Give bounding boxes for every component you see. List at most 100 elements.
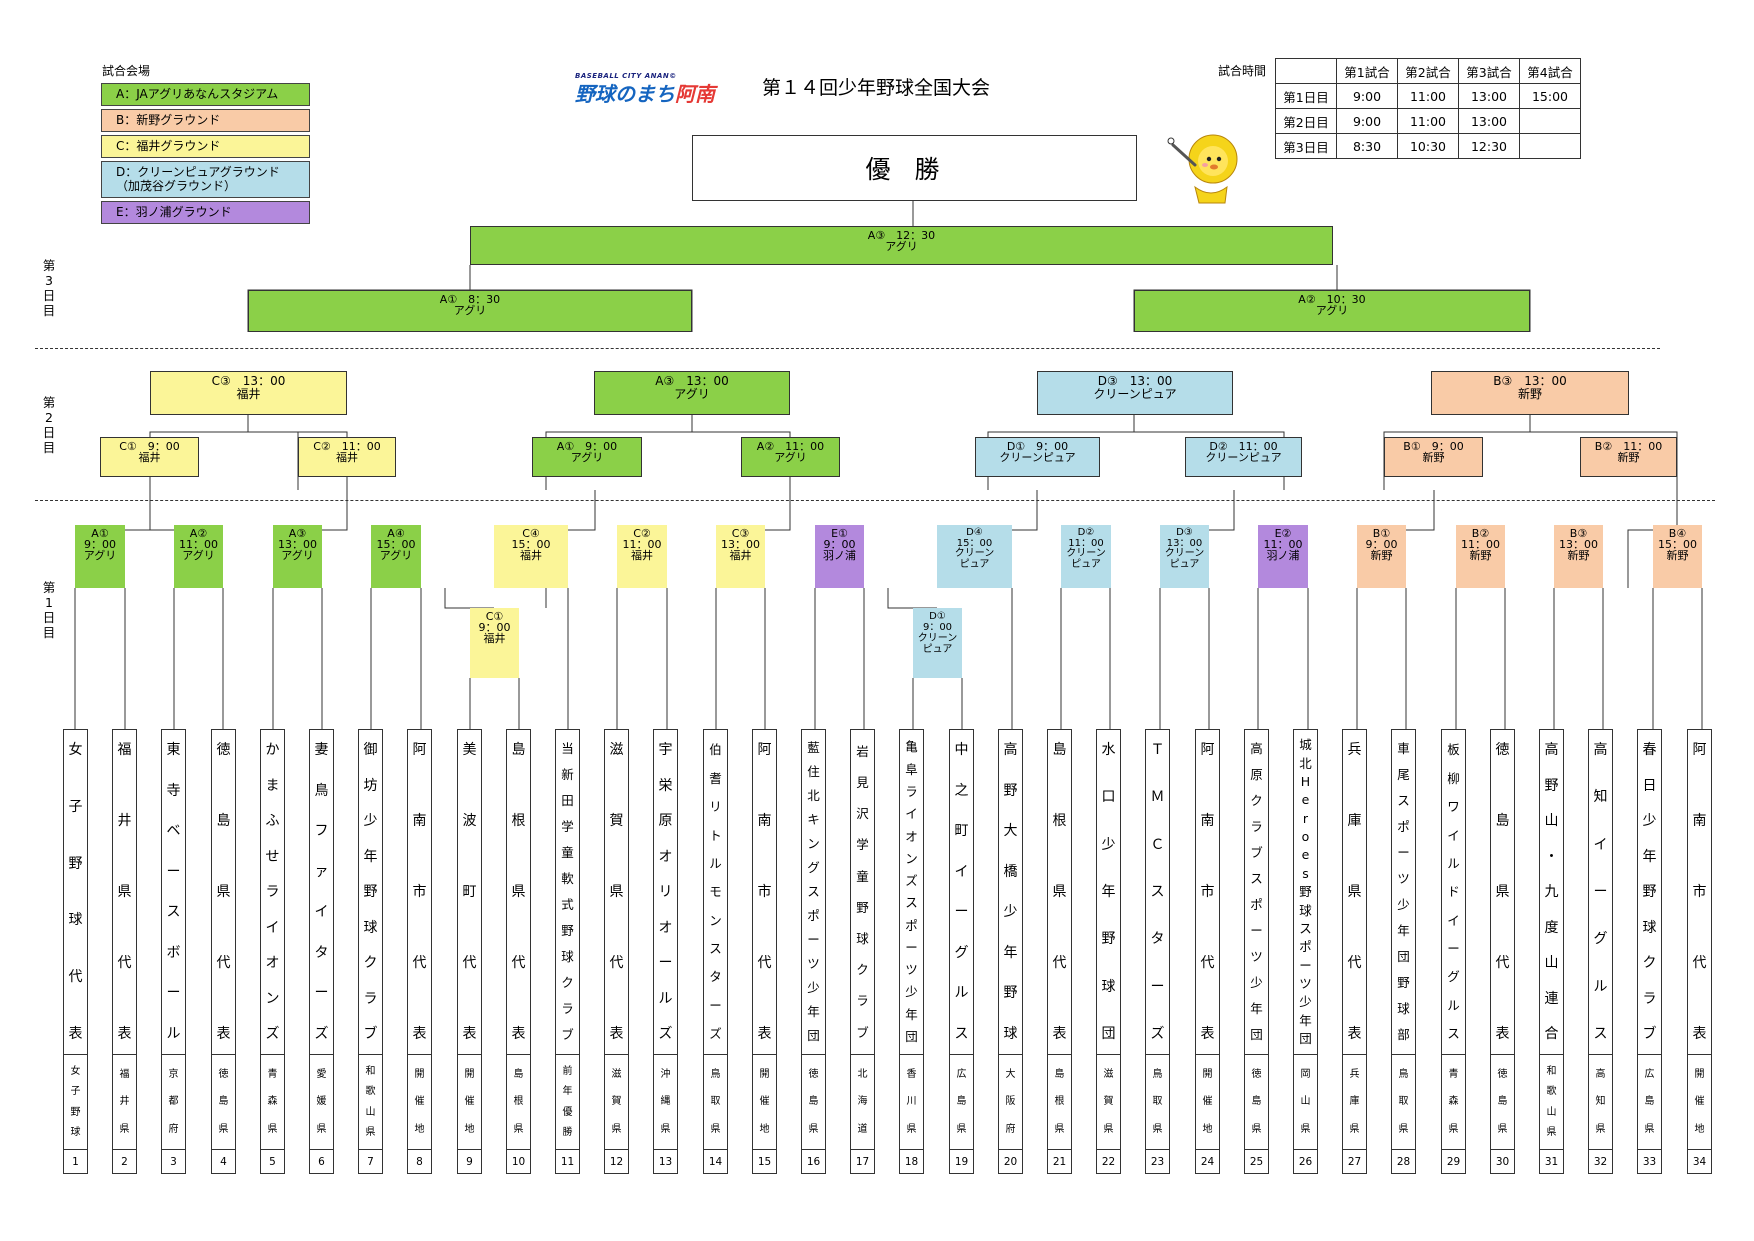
team-prefecture-char: 和 [1546,1065,1557,1077]
team-name-char: ル [166,1025,181,1042]
team-number: 5 [269,1155,276,1168]
team-name-char: 団 [1397,949,1410,965]
team-prefecture-char: 県 [1152,1123,1163,1135]
team-name-char: ラ [856,993,869,1009]
team-name-char: ラ [363,990,378,1007]
match-r1-7-id: C③ [731,527,750,540]
team-prefecture: 徳島県 [1491,1055,1514,1150]
team-name: 中之町イーグルス [950,730,973,1055]
legend-item-a: A：JAアグリあなんスタジアム [101,83,310,106]
team-name: 阿南市代表 [753,730,776,1055]
team-prefecture-char: 催 [1202,1096,1213,1108]
team-name-char: 町 [954,823,969,840]
match-r1-9-venue: クリーン [954,548,995,559]
team-prefecture-char: 地 [759,1123,770,1135]
team-prefecture-char: 鳥 [1152,1069,1163,1081]
match-r1-5-venue: 福井 [520,549,542,562]
schedule-time: 11:00 [1397,83,1459,109]
team-name-char: 岩 [856,743,869,759]
team-name-char: キ [807,812,820,828]
team-name-char: ポ [1250,897,1263,913]
team-number: 4 [220,1155,227,1168]
team-name-char: 県 [1052,884,1067,900]
team-number: 10 [511,1155,526,1168]
team-name: かまふせライオンズ [261,730,284,1055]
team-name-char: 板 [1447,742,1460,758]
day-label-2: 第2日目 [42,395,56,455]
team-name-char: ー [166,985,181,1002]
match-r1-15-venue: 新野 [1567,549,1590,562]
team-name-char: ス [1593,1025,1608,1042]
team-name-char: 度 [1544,919,1559,936]
team-name-char: 少 [1299,994,1312,1010]
team-name-char: 合 [1544,1026,1559,1042]
team-name-char: 市 [1200,884,1215,900]
schedule-time: 8:30 [1336,133,1398,159]
team-prefecture-char: 兵 [1349,1069,1360,1081]
team-name-char: 根 [1052,813,1067,829]
team-name-char: 代 [609,955,624,971]
team-number: 29 [1446,1155,1461,1168]
logo-text-a: 野球のまち [575,82,675,106]
team-prefecture-char: 縄 [660,1096,671,1108]
team-name-char: 日 [1642,777,1657,794]
team-name-char: 表 [117,1026,132,1042]
schedule-day: 第2日目 [1275,108,1337,134]
team-name: 島根県代表 [507,730,530,1055]
match-r1-12-time: 11：00 [1263,538,1303,551]
match-r1-9-venue-2: ピュア [959,558,990,570]
match-r1-1-id: A① [91,527,109,540]
team-name-char: ス [1250,871,1263,887]
team-prefecture-char: 女 [70,1065,81,1077]
team-name: 伯耆リトルモンスターズ [704,730,727,1055]
team-name-char: ル [709,855,722,871]
team-name: 島根県代表 [1048,730,1071,1055]
team-name-char: 高 [1544,742,1559,758]
match-qf-2: A③ 13：00 アグリ [594,371,790,415]
match-r1-10-time: 11：00 [1068,537,1104,549]
team-prefecture-char: 地 [464,1123,475,1135]
schedule-time: 10:30 [1397,133,1459,159]
team-name: 徳島県代表 [212,730,235,1055]
team-name-char: 団 [1101,1025,1116,1042]
team-name-char: イ [1447,912,1460,928]
team-name-char: ー [1593,883,1608,900]
match-r1-4-id: A④ [387,527,405,540]
team-prefecture-char: 井 [119,1096,130,1108]
team-name-char: 少 [1250,975,1263,991]
match-r1-12-venue: 羽ノ浦 [1266,549,1300,562]
team-name-char: ク [1642,955,1657,971]
team-number: 33 [1642,1155,1657,1168]
match-r1-8-time: 9：00 [823,538,856,551]
team-name-char: 北 [807,788,820,804]
team-name-char: 表 [757,1026,772,1042]
team-name-char: ツ [1397,871,1410,887]
team-name-char: ポ [1397,819,1410,835]
team-prefecture-char: 山 [1300,1096,1311,1108]
match-r2-4-venue: アグリ [774,451,807,464]
team-number: 31 [1544,1155,1559,1168]
team-name-char: 春 [1642,742,1657,758]
team-name-char: ー [807,932,820,948]
legend-item-e: E：羽ノ浦グラウンド [101,201,310,224]
match-semifinal-2: A② 10：30 アグリ [1134,290,1530,332]
team-number: 20 [1003,1155,1018,1168]
team-prefecture-char: 阪 [1005,1096,1016,1108]
match-r1-10-venue-2: ピュア [1071,558,1101,570]
team-name-char: 亀 [905,739,918,755]
team-name-char: オ [658,919,673,936]
team-name-char: 代 [117,955,132,971]
team-number: 23 [1150,1155,1165,1168]
team-name-char: ボ [166,944,181,961]
team-name-char: 球 [68,912,83,929]
team-name-char: タ [1150,931,1165,948]
